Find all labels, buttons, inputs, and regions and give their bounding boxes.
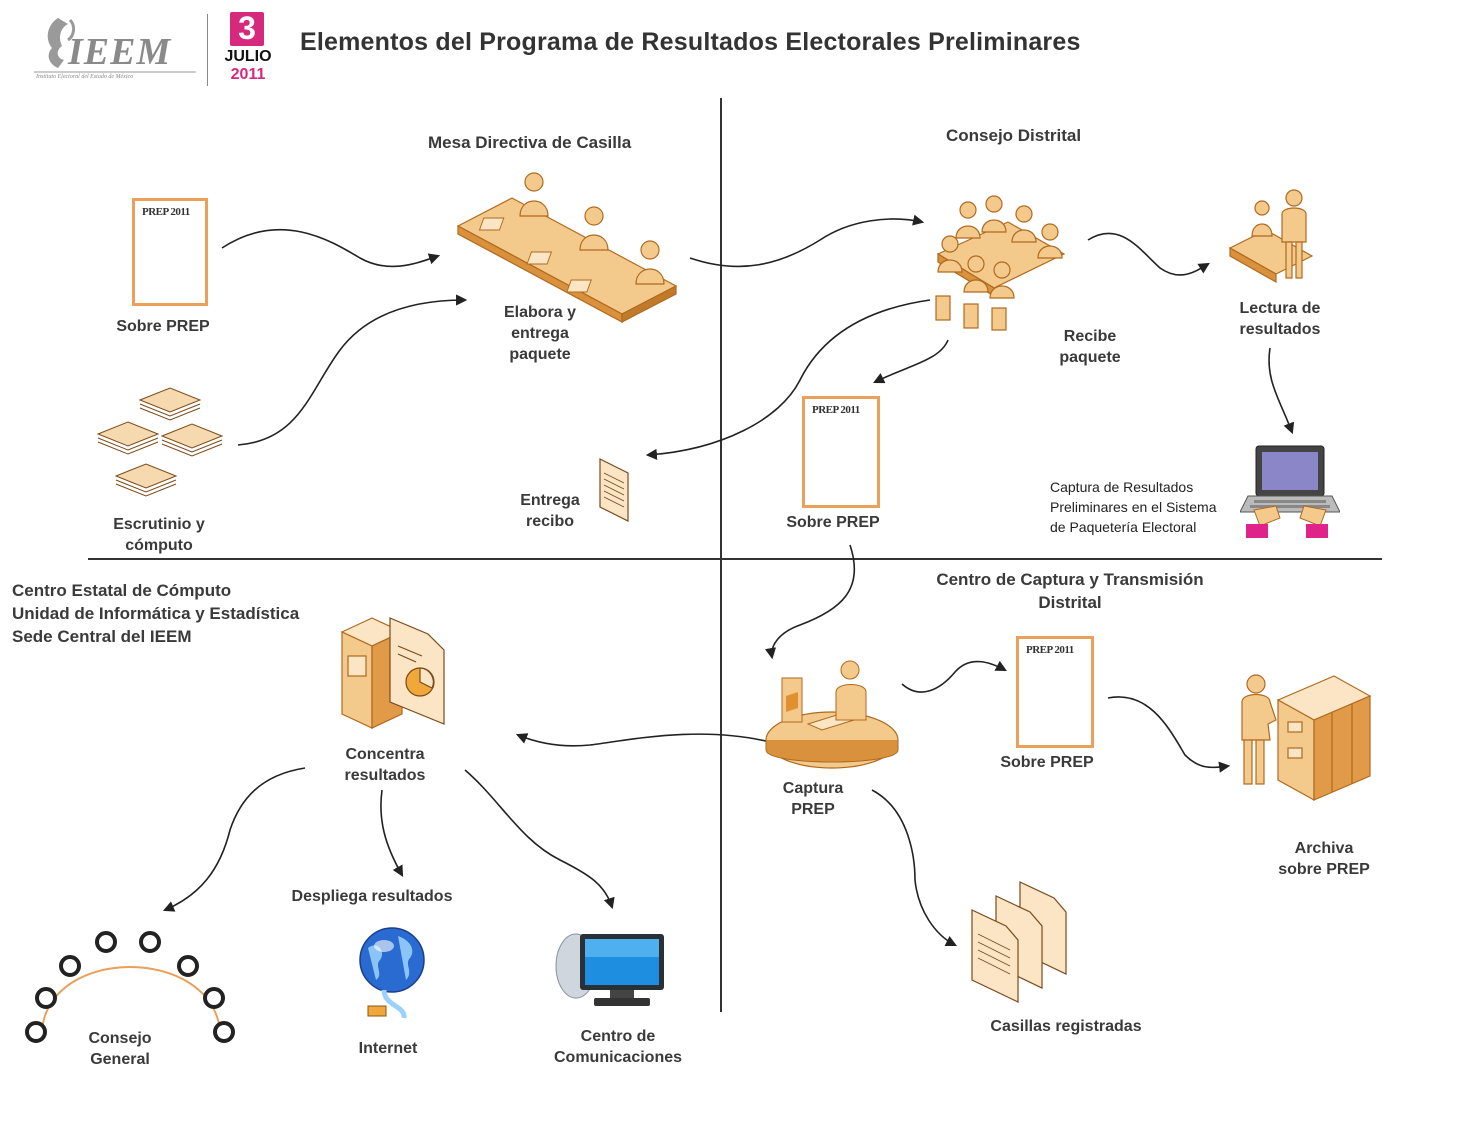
- captura-prep-workstation-icon: [758, 658, 900, 774]
- envelope-label: PREP 2011: [812, 404, 860, 416]
- badge-month: JULIO: [224, 48, 272, 65]
- label-captura-prep: Captura PREP: [782, 780, 844, 818]
- arrow-escrutinio-to-mesa: [237, 294, 468, 446]
- badge-year: 2011: [230, 66, 266, 83]
- label-internet: Internet: [358, 1040, 418, 1057]
- arrow-sobre-to-captura-prep: [765, 544, 856, 660]
- sobre-prep-envelope-3: PREP 2011: [1016, 636, 1094, 748]
- arrow-captura-to-casillas: [871, 789, 958, 947]
- label-archiva: Archiva sobre PREP: [1278, 840, 1370, 878]
- sobre-prep-envelope-2: PREP 2011: [802, 396, 880, 508]
- label-escrutinio: Escrutinio y cómputo: [113, 516, 205, 554]
- arrow-mesa-to-consejo: [689, 214, 925, 268]
- laptop-capture-icon: [1239, 440, 1341, 540]
- election-date-badge: 3 JULIO 2011: [218, 10, 280, 86]
- ieem-logo-subtext: Instituto Electoral del Estado de México: [36, 74, 134, 80]
- label-consejo-general: Consejo General: [88, 1030, 152, 1068]
- label-entrega-recibo: Entrega recibo: [520, 492, 580, 530]
- horizontal-divider: [88, 558, 1382, 560]
- consejo-general-semicircle-icon: [20, 926, 240, 1056]
- arrow-consejo-to-recibo: [645, 299, 931, 460]
- badge-day: 3: [238, 10, 256, 46]
- receipt-document-icon: [596, 455, 632, 525]
- archive-cabinet-icon: [1238, 670, 1374, 804]
- label-lectura: Lectura de resultados: [1239, 300, 1321, 338]
- arrow-lectura-to-captura: [1268, 347, 1295, 435]
- label-captura-sistema: Captura de Resultados Preliminares en el…: [1050, 479, 1217, 535]
- mesa-directiva-icon: [452, 168, 682, 338]
- communications-monitor-icon: [554, 926, 666, 1012]
- vertical-divider: [720, 98, 722, 1012]
- arrow-concentra-to-despliega: [380, 789, 404, 877]
- arrow-captura-to-sobre: [901, 660, 1007, 693]
- section-centro-estatal: Centro Estatal de Cómputo Unidad de Info…: [12, 581, 300, 646]
- consejo-distrital-meeting-icon: [928, 192, 1068, 332]
- page-title: Elementos del Programa de Resultados Ele…: [300, 28, 1081, 56]
- lectura-resultados-icon: [1226, 186, 1318, 290]
- section-mesa-directiva: Mesa Directiva de Casilla: [428, 133, 632, 152]
- registered-documents-icon: [968, 878, 1072, 1006]
- label-despliega: Despliega resultados: [291, 888, 453, 905]
- label-sobre-prep-3: Sobre PREP: [1000, 754, 1094, 771]
- envelope-label: PREP 2011: [142, 206, 190, 218]
- server-report-icon: [336, 612, 452, 732]
- arrow-concentra-to-com: [464, 769, 615, 910]
- ieem-logo-text: IEEM: [68, 31, 172, 73]
- arrow-sobre-to-archiva: [1107, 696, 1231, 773]
- arrow-sobre-to-mesa: [221, 228, 441, 268]
- ieem-logo: [30, 10, 200, 85]
- arrow-consejo-to-sobre: [872, 339, 949, 384]
- label-recibe-paquete: Recibe paquete: [1059, 328, 1121, 366]
- internet-globe-icon: [354, 926, 430, 1022]
- label-concentra: Concentra resultados: [344, 746, 426, 784]
- label-sobre-prep-1: Sobre PREP: [116, 318, 210, 335]
- label-elabora: Elabora y entrega paquete: [503, 304, 577, 363]
- label-sobre-prep-2: Sobre PREP: [786, 514, 880, 531]
- section-consejo-distrital: Consejo Distrital: [946, 126, 1082, 145]
- arrow-captura-to-concentra: [515, 733, 771, 747]
- arrow-concentra-to-general: [162, 767, 306, 912]
- label-centro-comunicaciones: Centro de Comunicaciones: [553, 1028, 683, 1066]
- arrow-consejo-to-lectura: [1087, 232, 1210, 276]
- label-casillas: Casillas registradas: [990, 1018, 1142, 1035]
- ballot-stacks-icon: [96, 380, 228, 512]
- section-centro-captura: Centro de Captura y Transmisión Distrita…: [936, 570, 1204, 612]
- envelope-label: PREP 2011: [1026, 644, 1074, 656]
- sobre-prep-envelope-1: PREP 2011: [132, 198, 208, 306]
- header-divider: [207, 14, 208, 86]
